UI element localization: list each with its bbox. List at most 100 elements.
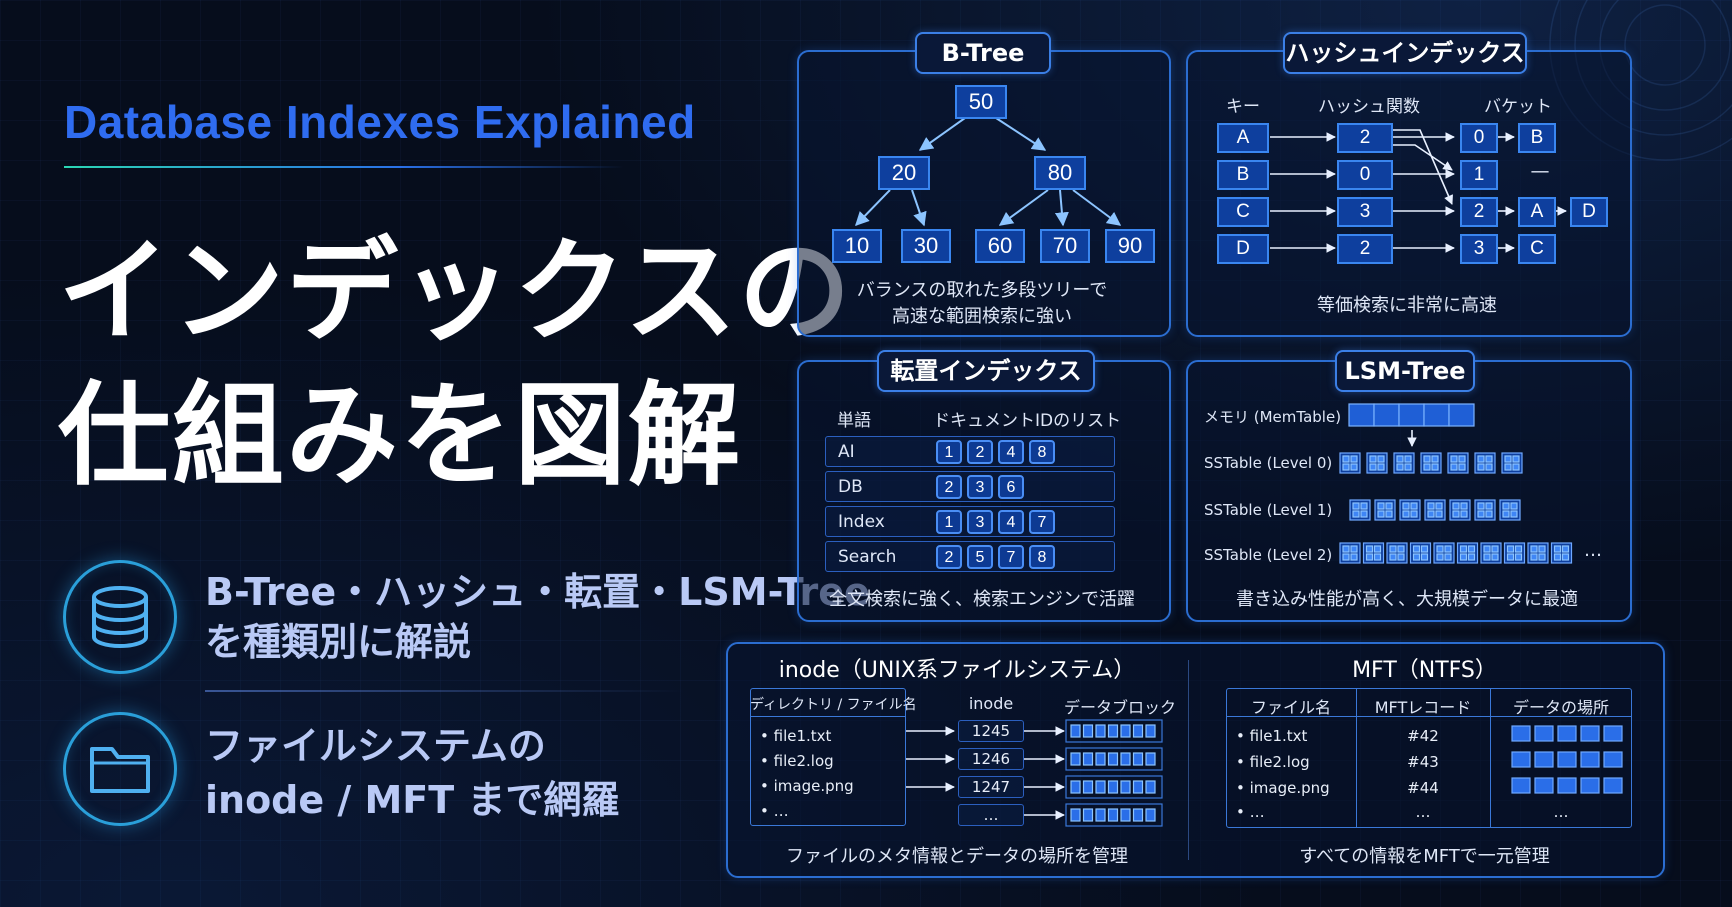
sstable-l2-block-cell bbox=[1444, 545, 1452, 553]
filesystem-divider bbox=[1188, 660, 1189, 860]
inode-data-block bbox=[1070, 808, 1081, 822]
inode-dir-box bbox=[750, 688, 906, 826]
inode-data-block bbox=[1145, 808, 1156, 822]
inverted-id-0-0: 1 bbox=[936, 440, 962, 464]
feature-2-line-2: inode / MFT まで網羅 bbox=[205, 778, 620, 822]
mft-file-1: • file2.log bbox=[1236, 753, 1310, 771]
mft-data-block bbox=[1511, 725, 1531, 742]
mft-data-block bbox=[1580, 725, 1600, 742]
hash-key-0: A bbox=[1217, 123, 1269, 153]
sstable-l2-block-cell bbox=[1561, 553, 1570, 561]
sstable-l2-block-cell bbox=[1389, 553, 1397, 561]
inode-block-row bbox=[1065, 747, 1163, 771]
sstable-l2-block-cell bbox=[1553, 545, 1562, 553]
lsm-memtable-label: メモリ (MemTable) bbox=[1204, 408, 1342, 426]
mft-data-block bbox=[1511, 751, 1531, 768]
sstable-l2-block-cell bbox=[1365, 545, 1374, 553]
sstable-l0-block-cell bbox=[1350, 463, 1358, 471]
inode-block-row bbox=[1065, 719, 1163, 743]
btree-caption-2: 高速な範囲検索に強い bbox=[892, 306, 1072, 327]
sstable-l1-block-cell bbox=[1402, 502, 1410, 510]
inverted-term-0: AI bbox=[838, 442, 855, 462]
mft-record-1: #43 bbox=[1407, 753, 1439, 771]
inode-data-block bbox=[1070, 752, 1081, 766]
inode-data-block bbox=[1120, 780, 1131, 794]
mft-data-block bbox=[1534, 777, 1554, 794]
sstable-l1-block-cell bbox=[1402, 510, 1410, 518]
hash-entry-2-0: A bbox=[1518, 197, 1556, 227]
sstable-l2-block-cell bbox=[1561, 545, 1570, 553]
sstable-l1-block-cell bbox=[1385, 502, 1393, 510]
hash-entry-3-0: C bbox=[1518, 234, 1556, 264]
lsm-level2-more: … bbox=[1584, 540, 1602, 561]
inode-data-block bbox=[1145, 752, 1156, 766]
sstable-l0-block-cell bbox=[1450, 455, 1458, 463]
inode-data-block bbox=[1120, 808, 1131, 822]
sstable-l1-block-cell bbox=[1452, 502, 1460, 510]
feature-divider bbox=[205, 690, 685, 692]
mft-data-block bbox=[1534, 725, 1554, 742]
inode-file-3: • … bbox=[760, 802, 789, 820]
sstable-l0-block-cell bbox=[1477, 455, 1485, 463]
sstable-l0-block-cell bbox=[1477, 463, 1485, 471]
sstable-l0-block-cell bbox=[1369, 463, 1377, 471]
mft-data-block bbox=[1557, 751, 1577, 768]
inode-dir-header-line bbox=[750, 716, 906, 717]
mft-header-line bbox=[1226, 716, 1632, 717]
inode-data-block bbox=[1082, 780, 1094, 794]
inode-data-block bbox=[1082, 724, 1094, 738]
feature-1-line-1: B-Tree・ハッシュ・転置・LSM-Tree bbox=[205, 570, 870, 614]
sstable-l0-block-cell bbox=[1342, 455, 1350, 463]
sstable-l0-block-cell bbox=[1423, 463, 1431, 471]
lsm-level1-label: SSTable (Level 1) bbox=[1204, 501, 1333, 519]
mft-data-block bbox=[1603, 777, 1623, 794]
hash-bucket-3: 3 bbox=[1460, 234, 1498, 264]
sstable-l1-block-cell bbox=[1410, 502, 1418, 510]
inode-data-block bbox=[1107, 780, 1119, 794]
inverted-id-0-3: 8 bbox=[1029, 440, 1055, 464]
database-icon bbox=[92, 586, 148, 648]
inverted-id-2-1: 3 bbox=[967, 510, 993, 534]
inode-number-3: … bbox=[958, 804, 1024, 826]
sstable-l2-block-cell bbox=[1483, 553, 1491, 561]
sstable-l0-block-cell bbox=[1423, 455, 1431, 463]
mft-data-block bbox=[1603, 725, 1623, 742]
sstable-l0-block-cell bbox=[1504, 455, 1512, 463]
mft-data-block bbox=[1603, 751, 1623, 768]
hash-bucket-1: 1 bbox=[1460, 160, 1498, 190]
sstable-l1-block-cell bbox=[1427, 502, 1435, 510]
sstable-l1-block-cell bbox=[1427, 510, 1435, 518]
sstable-l2-block-cell bbox=[1459, 545, 1468, 553]
sstable-l1-block-cell bbox=[1510, 502, 1518, 510]
inverted-id-1-0: 2 bbox=[936, 475, 962, 499]
sstable-l2-block-cell bbox=[1436, 553, 1444, 561]
inode-file-0: • file1.txt bbox=[760, 727, 832, 745]
mft-file-0: • file1.txt bbox=[1236, 727, 1308, 745]
hash-value-2: 3 bbox=[1337, 197, 1393, 227]
inverted-term-1: DB bbox=[838, 477, 863, 497]
sstable-l2-block-cell bbox=[1514, 553, 1523, 561]
inode-data-block bbox=[1082, 808, 1094, 822]
sstable-l1-block-cell bbox=[1377, 502, 1385, 510]
sstable-l0-block-cell bbox=[1342, 463, 1350, 471]
sstable-l0-block-cell bbox=[1377, 463, 1385, 471]
hash-col-func: ハッシュ関数 bbox=[1318, 97, 1420, 117]
feature-folder-circle bbox=[63, 712, 177, 826]
inode-file-2: • image.png bbox=[760, 777, 854, 795]
inode-col-dir: ディレクトリ / ファイル名 bbox=[750, 697, 917, 713]
memtable-slot bbox=[1448, 403, 1475, 427]
inode-number-1: 1246 bbox=[958, 748, 1024, 770]
sstable-l0-block-cell bbox=[1396, 455, 1404, 463]
sstable-l1-block-cell bbox=[1510, 510, 1518, 518]
sstable-l0-block-cell bbox=[1404, 463, 1412, 471]
hash-key-1: B bbox=[1217, 160, 1269, 190]
sstable-l0-block-cell bbox=[1512, 455, 1520, 463]
sstable-l1-block-cell bbox=[1410, 510, 1418, 518]
sstable-l1-block-cell bbox=[1452, 510, 1460, 518]
inverted-term-2: Index bbox=[838, 512, 885, 532]
sstable-l1-block-cell bbox=[1502, 510, 1510, 518]
mft-col-line-1 bbox=[1356, 688, 1357, 828]
sstable-l2-block-cell bbox=[1506, 545, 1515, 553]
inode-data-block bbox=[1070, 724, 1081, 738]
